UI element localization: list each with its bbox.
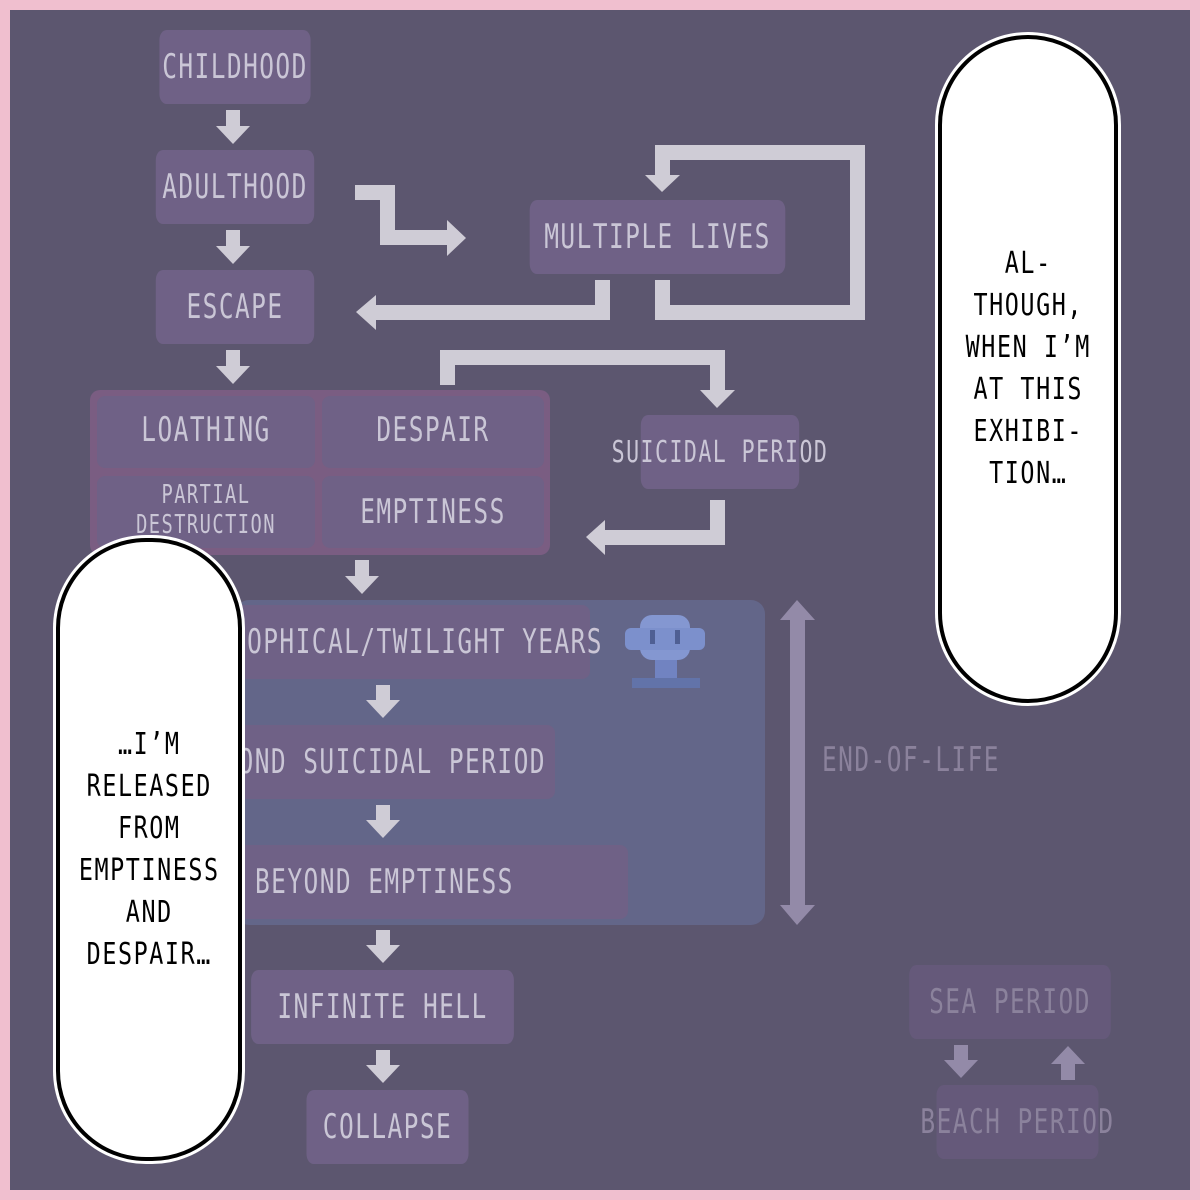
arrow-down-grid-twilight [345,560,379,594]
speech-bubble-right-text: AL- THOUGH, WHEN I’M AT THIS EXHIBI- TIO… [965,246,1091,491]
speech-bubble-right: AL- THOUGH, WHEN I’M AT THIS EXHIBI- TIO… [938,35,1118,703]
node-adulthood: ADULTHOOD [155,150,315,224]
ghost-character-icon [625,615,705,688]
arrow-sea-to-beach [944,1045,978,1078]
adulthood-label: ADULTHOOD [162,167,308,207]
arrow-multiple-lives-escape [356,280,610,330]
escape-label: ESCAPE [186,287,284,327]
second-suicidal-period-label: SECOND SUICIDAL PERIOD [190,742,546,782]
arrow-beach-to-sea [1051,1046,1085,1080]
end-of-life-label: END-OF-LIFE [822,740,1000,780]
node-emptiness [322,476,544,548]
node-suicidal-period: SUICIDAL PERIOD [612,415,827,489]
speech-bubble-left: …I’M RELEASED FROM EMPTINESS AND DESPAIR… [56,538,242,1161]
multiple-lives-label: MULTIPLE LIVES [544,217,771,257]
arrow-down-escape-grid [216,350,250,384]
node-despair [322,396,544,468]
loathing-label: LOATHING [141,410,271,450]
sea-period-label: SEA PERIOD [929,982,1091,1022]
arrow-down-beyond-hell [366,930,400,963]
node-infinite-hell: INFINITE HELL [251,970,514,1044]
node-multiple-lives: MULTIPLE LIVES [529,200,786,274]
node-loathing [97,396,315,468]
end-of-life-double-arrow [780,600,815,925]
beach-period-label: BEACH PERIOD [920,1102,1115,1142]
arrow-down-adulthood-escape [216,230,250,264]
infinite-hell-label: INFINITE HELL [277,987,488,1027]
arrow-down-childhood-adulthood [216,110,250,144]
node-partial-destruction [97,476,315,548]
arrow-multiple-lives-loop [645,145,865,320]
speech-bubble-left-text: …I’M RELEASED FROM EMPTINESS AND DESPAIR… [78,726,220,972]
node-childhood: CHILDHOOD [159,30,311,104]
arrow-grid-suicidal [440,350,735,408]
partial-destruction-label: PARTIAL DESTRUCTION [136,480,276,540]
node-collapse: COLLAPSE [306,1090,469,1164]
arrow-adulthood-multiple-lives [355,185,466,256]
childhood-label: CHILDHOOD [162,47,308,87]
beyond-emptiness-label: BEYOND EMPTINESS [255,862,514,902]
node-escape: ESCAPE [155,270,315,344]
arrow-down-twilight-second [366,685,400,718]
emptiness-label: EMPTINESS [360,492,506,532]
node-sea-period: SEA PERIOD [909,965,1111,1039]
node-beach-period: BEACH PERIOD [920,1085,1113,1159]
arrow-down-hell-collapse [366,1050,400,1083]
suicidal-period-label: SUICIDAL PERIOD [611,434,829,470]
arrow-down-second-beyond [366,805,400,838]
despair-label: DESPAIR [376,410,490,450]
collapse-label: COLLAPSE [322,1107,453,1147]
arrow-suicidal-grid [586,500,725,555]
